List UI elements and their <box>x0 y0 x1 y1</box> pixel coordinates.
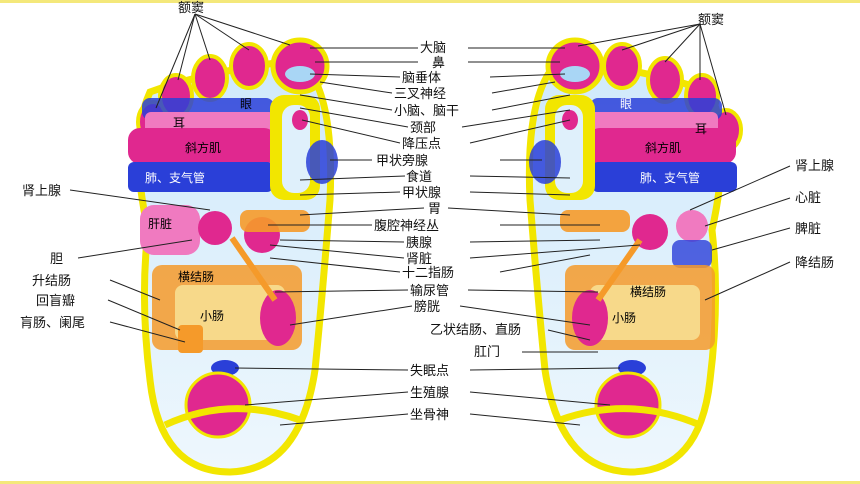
label-insomnia: 失眠点 <box>410 364 449 379</box>
right-stomach <box>560 210 630 232</box>
left-pituitary-zone <box>285 66 315 82</box>
label-thyroid: 甲状腺 <box>402 186 441 201</box>
top-border <box>0 0 860 3</box>
zone-small-right: 小肠 <box>612 311 636 325</box>
label-neck: 颈部 <box>410 121 436 136</box>
label-sinus-left: 额窦 <box>178 1 204 16</box>
label-pituitary: 脑垂体 <box>402 71 441 86</box>
label-kidney: 肾脏 <box>406 252 432 267</box>
left-lung-zone <box>128 162 273 192</box>
label-gonad: 生殖腺 <box>410 385 449 401</box>
right-spleen <box>672 240 712 268</box>
left-ureter <box>229 236 278 302</box>
bottom-border <box>0 481 860 484</box>
label-cecum: 肓肠、阑尾 <box>20 315 85 331</box>
zone-trapezius-left: 斜方肌 <box>185 140 221 155</box>
right-gonad <box>594 371 662 439</box>
label-trigeminal: 三叉神经 <box>394 87 446 102</box>
label-stomach: 胃 <box>428 202 441 217</box>
right-bladder <box>572 290 608 346</box>
label-brain: 大脑 <box>420 41 446 56</box>
label-descending-colon: 降结肠 <box>795 256 834 271</box>
label-cerebellum: 小脑、脑干 <box>394 104 459 119</box>
zone-ear-right: 耳 <box>695 122 707 136</box>
left-gallbladder <box>198 211 232 245</box>
label-esophagus: 食道 <box>406 169 432 185</box>
right-parathyroid-zone <box>529 140 561 184</box>
left-small-intestine <box>175 285 285 340</box>
zone-transverse-right: 横结肠 <box>630 285 666 299</box>
label-celiac: 腹腔神经丛 <box>374 218 439 234</box>
zone-liver: 肝脏 <box>148 216 172 231</box>
left-trapezius-zone <box>128 128 276 164</box>
zone-small-left: 小肠 <box>200 309 224 323</box>
left-sciatic-band <box>163 405 302 429</box>
right-foot <box>525 37 743 476</box>
right-ureter <box>595 238 643 302</box>
left-hypotension-point <box>292 110 308 130</box>
zone-trapezius-right: 斜方肌 <box>645 140 681 155</box>
left-foot <box>128 37 338 476</box>
label-sciatic: 坐骨神 <box>410 408 449 423</box>
left-gonad <box>184 371 252 439</box>
label-anus: 肛门 <box>474 345 500 360</box>
leader-lines <box>69 13 791 426</box>
left-cecum <box>178 325 203 353</box>
zone-eye-right: 眼 <box>620 97 632 111</box>
right-thyroid-column <box>555 105 583 193</box>
left-toe-2 <box>229 42 269 90</box>
left-liver-zone <box>140 205 200 255</box>
left-bladder <box>260 290 296 346</box>
right-toe-2 <box>602 42 642 90</box>
label-sigmoid: 乙状结肠、直肠 <box>430 323 521 338</box>
zone-eye-left: 眼 <box>240 97 252 111</box>
left-toe-3 <box>191 54 229 102</box>
label-bladder: 膀胱 <box>414 299 440 315</box>
right-small-intestine <box>590 285 700 340</box>
label-spleen: 脾脏 <box>795 222 821 237</box>
label-ureter: 输尿管 <box>410 283 449 299</box>
label-adrenal-right: 肾上腺 <box>795 159 834 174</box>
zone-ear-left: 耳 <box>173 116 185 130</box>
right-pituitary-zone <box>560 66 590 82</box>
label-ascending-colon: 升结肠 <box>32 274 71 289</box>
zone-lung-left: 肺、支气管 <box>145 170 205 185</box>
right-toe-3 <box>646 56 684 104</box>
left-stomach <box>240 210 310 232</box>
right-lung-zone <box>592 162 737 192</box>
label-sinus-right: 额窦 <box>698 13 724 28</box>
label-nose: 鼻 <box>432 55 445 71</box>
label-hypotension: 降压点 <box>402 137 441 152</box>
label-duodenum: 十二指肠 <box>402 266 454 281</box>
label-adrenal-left: 肾上腺 <box>22 184 61 199</box>
label-gallbladder: 胆 <box>50 252 63 267</box>
label-pancreas: 胰腺 <box>406 236 432 251</box>
label-parathyroid: 甲状旁腺 <box>376 153 428 169</box>
label-heart: 心脏 <box>795 191 821 206</box>
left-parathyroid-zone <box>306 140 338 184</box>
right-heart <box>676 210 708 242</box>
right-sciatic-band <box>558 405 702 429</box>
zone-transverse-left: 横结肠 <box>178 270 214 284</box>
label-ileocecal: 回盲瓣 <box>36 293 75 309</box>
zone-lung-right: 肺、支气管 <box>640 170 700 185</box>
right-trapezius-zone <box>588 128 736 164</box>
